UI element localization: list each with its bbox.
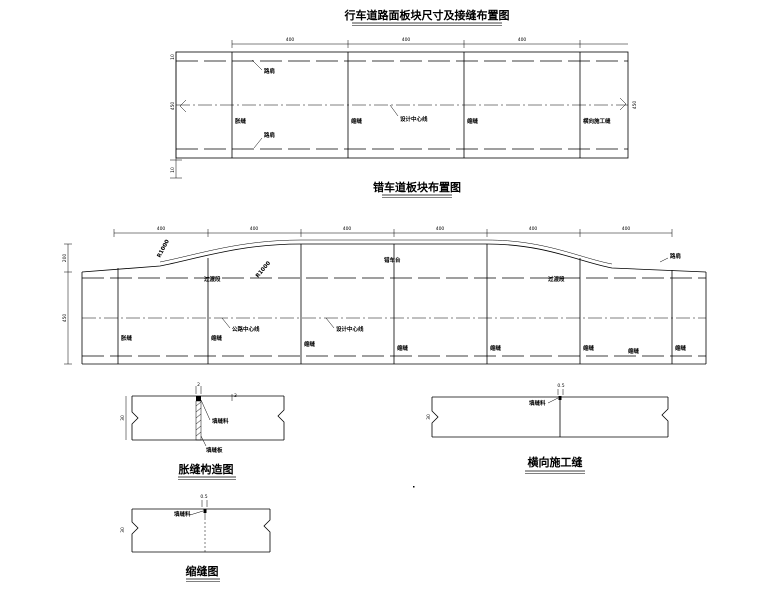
top-contraction-joint-1-label: 缩缝: [351, 117, 363, 125]
transverse-title: 横向施工缝: [528, 455, 583, 469]
expansion-board-label: 填缝板: [206, 446, 223, 454]
bay-dim-6: 400: [622, 226, 631, 232]
transverse-gap-dim: 0.5: [557, 383, 564, 389]
contraction-gap-dim: 0.5: [200, 494, 207, 500]
contraction-joint-detail: 0.5 填缝料 30 缩缝图: [120, 494, 271, 582]
expansion-filler-mark: [196, 396, 201, 401]
transverse-filler-label: 填缝料: [529, 399, 546, 407]
expansion-filler-label: 填缝料: [212, 417, 229, 425]
bay-dim-1: 400: [157, 226, 166, 232]
bay-contraction-5: 缩缝: [583, 344, 595, 352]
top-title: 行车道路面板块尺寸及接缝布置图: [344, 8, 510, 22]
stray-mark: [413, 486, 415, 488]
bay-left-height-dim: 450: [62, 314, 68, 323]
top-construction-joint-label: 横向施工缝: [583, 117, 611, 125]
contraction-thickness-dim: 30: [120, 527, 126, 533]
middle-title: 错车道板块布置图: [373, 180, 461, 194]
contraction-filler-label: 填缝料: [174, 510, 191, 518]
bay-contraction-4: 缩缝: [490, 344, 502, 352]
top-dim-2: 400: [402, 37, 411, 43]
bay-radius-left: R1000: [156, 239, 171, 259]
top-contraction-joint-2-label: 缩缝: [467, 117, 479, 125]
expansion-title: 胀缝构造图: [179, 462, 234, 476]
top-centerline-label: 设计中心线: [400, 115, 428, 123]
bay-contraction-3: 缩缝: [397, 344, 409, 352]
top-right-width: 450: [632, 101, 638, 110]
top-plan: 行车道路面板块尺寸及接缝布置图 400 400 400 10 450 10: [170, 8, 638, 179]
bay-contraction-1: 缩缝: [211, 334, 223, 342]
transverse-joint-detail: 0.5 填缝料 30 横向施工缝: [426, 383, 669, 474]
bay-platform-label: 错车台: [384, 256, 401, 264]
bay-transition-right-label: 过渡段: [548, 275, 565, 283]
expansion-depth-dim: 3: [234, 393, 237, 399]
expansion-thickness-dim: 30: [120, 415, 126, 421]
bay-radius-mid: R1000: [255, 260, 272, 279]
bay-transition-left-label: 过渡段: [204, 275, 221, 283]
top-dim-1: 400: [286, 37, 295, 43]
bay-contraction-7: 缩缝: [675, 344, 687, 352]
contraction-filler-mark: [203, 509, 207, 513]
passing-bay-plan: 错车道板块布置图 400 400 400 400 400 400: [62, 180, 707, 365]
bay-shoulder-label: 路肩: [670, 252, 681, 260]
expansion-joint-detail: 2 3 填缝料 填缝板 30 胀缝构造图: [120, 382, 285, 480]
contraction-title: 缩缝图: [186, 564, 219, 578]
bay-dim-5: 400: [529, 226, 538, 232]
top-curb-top-label: 路肩: [264, 67, 275, 75]
top-side-top: 10: [170, 54, 176, 60]
bay-dim-2: 400: [250, 226, 259, 232]
top-expansion-joint-label: 胀缝: [235, 117, 247, 125]
bay-dim-3: 400: [343, 226, 352, 232]
top-dim-3: 400: [518, 37, 527, 43]
top-curb-bottom-label: 路肩: [264, 131, 275, 139]
bay-contraction-6: 缩缝: [628, 347, 640, 355]
top-side-bottom: 10: [170, 167, 176, 173]
expansion-board: [195, 400, 202, 441]
bay-contraction-2: 缩缝: [304, 340, 316, 348]
bay-expansion-joint-label: 胀缝: [121, 334, 133, 342]
bay-road-centerline-label: 公路中心线: [232, 325, 260, 333]
top-width: 450: [170, 102, 176, 111]
bay-design-centerline-label: 设计中心线: [336, 325, 364, 333]
transverse-filler-mark: [558, 396, 562, 400]
expansion-gap-dim: 2: [197, 382, 200, 388]
transverse-thickness-dim: 30: [426, 414, 432, 420]
bay-dim-4: 400: [436, 226, 445, 232]
bay-left-top-dim: 200: [62, 254, 68, 263]
